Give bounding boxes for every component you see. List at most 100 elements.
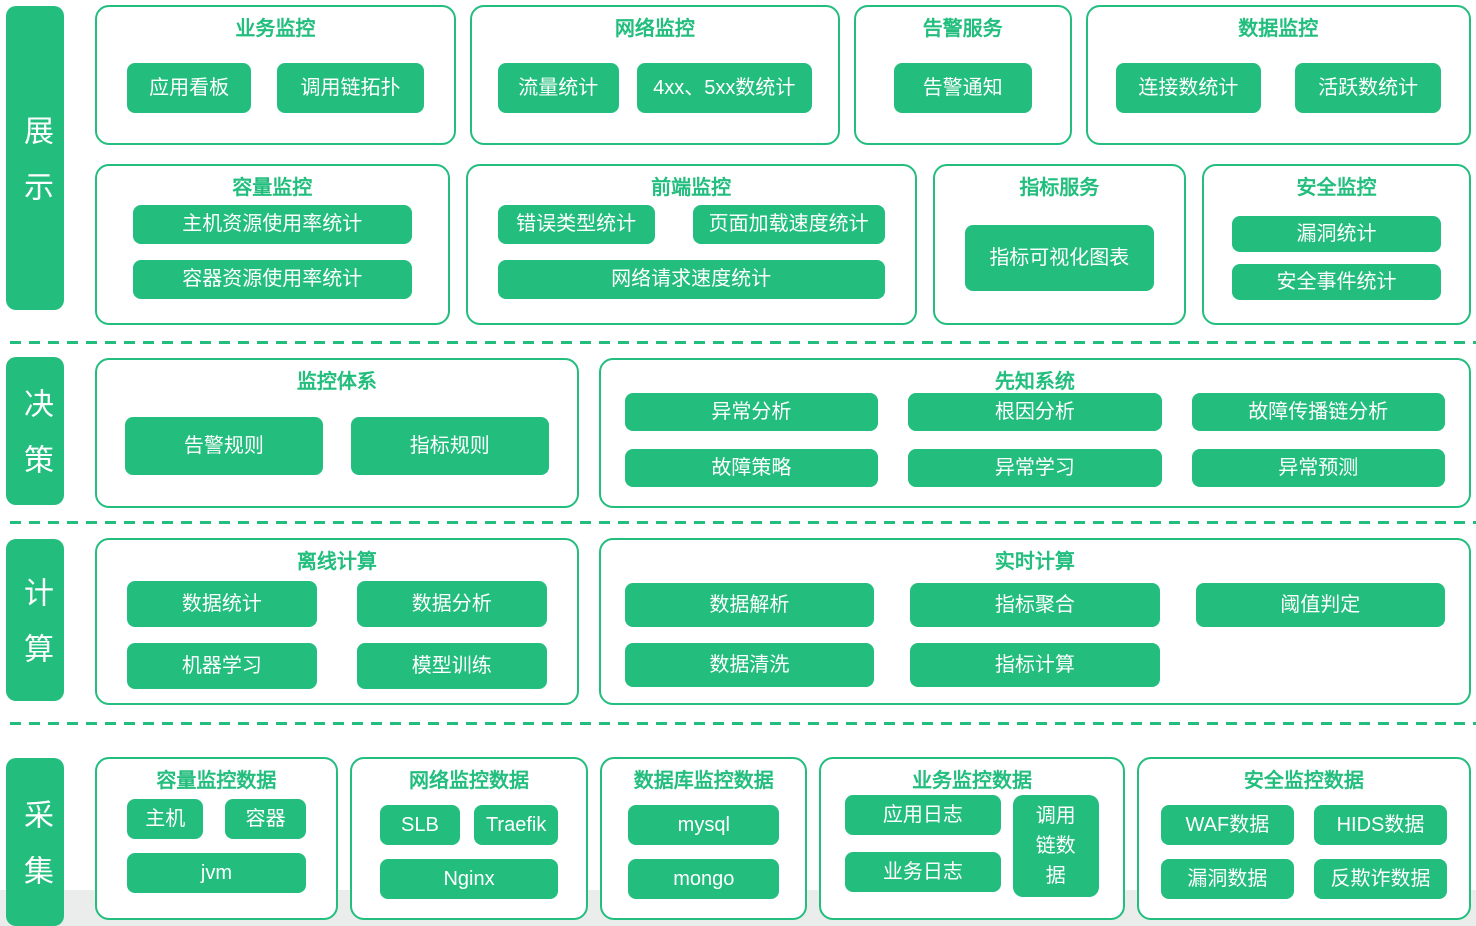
card-capacity-monitoring-body: 主机资源使用率统计容器资源使用率统计 — [109, 190, 436, 313]
model-training-button[interactable]: 模型训练 — [356, 642, 547, 689]
card-capacity-monitoring-data-title: 容量监控数据 — [156, 770, 277, 792]
root-cause-analysis-button[interactable]: 根因分析 — [908, 393, 1162, 431]
card-offline-compute-title: 离线计算 — [296, 551, 377, 573]
card-capacity-monitoring-title: 容量监控 — [232, 177, 313, 199]
data-cleaning-button[interactable]: 数据清洗 — [624, 642, 875, 687]
band-label-display-text: 展示 — [19, 115, 52, 227]
card-offline-compute-body: 数据统计数据分析机器学习模型训练 — [109, 576, 565, 693]
card-frontend-monitoring-title: 前端监控 — [651, 177, 732, 199]
threshold-judgement-button[interactable]: 阈值判定 — [1195, 582, 1445, 627]
trace-topology-button[interactable]: 调用链拓扑 — [277, 63, 424, 113]
network-request-speed-stats-button[interactable]: 网络请求速度统计 — [497, 259, 885, 299]
hids-data-button[interactable]: HIDS数据 — [1313, 804, 1448, 845]
anomaly-prediction-button[interactable]: 异常预测 — [1191, 449, 1445, 487]
card-security-monitoring-data: 安全监控数据 WAF数据 HIDS数据漏洞数据反欺诈数据 — [1136, 757, 1471, 920]
card-monitoring-system-title: 监控体系 — [296, 371, 377, 393]
card-security-monitoring-title: 安全监控 — [1296, 177, 1377, 199]
card-network-monitoring-button-row: 流量统计 4xx、5xx数统计 — [484, 63, 826, 113]
card-business-monitoring-title: 业务监控 — [235, 18, 316, 40]
card-frontend-monitoring-button-row: 错误类型统计页面加载速度统计 — [480, 204, 903, 244]
nginx-button[interactable]: Nginx — [379, 858, 559, 899]
card-security-monitoring-data-button-row: WAF数据 HIDS数据 — [1151, 804, 1457, 845]
card-metric-service: 指标服务指标可视化图表 — [932, 164, 1186, 325]
card-capacity-monitoring-data-body: 主机容器 jvm — [109, 783, 324, 908]
waf-data-button[interactable]: WAF数据 — [1160, 804, 1294, 845]
data-parsing-button[interactable]: 数据解析 — [624, 582, 875, 627]
card-frontend-monitoring: 前端监控错误类型统计页面加载速度统计网络请求速度统计 — [465, 164, 917, 325]
metric-aggregation-button[interactable]: 指标聚合 — [910, 582, 1160, 627]
metric-calculation-button[interactable]: 指标计算 — [910, 642, 1160, 687]
band-label-decision-text: 决策 — [19, 388, 52, 500]
card-network-monitoring-data-button-row: SLB Traefik — [364, 804, 574, 845]
anomaly-learning-button[interactable]: 异常学习 — [908, 449, 1162, 487]
card-frontend-monitoring-body: 错误类型统计页面加载速度统计网络请求速度统计 — [480, 190, 903, 313]
card-business-monitoring-data: 业务监控数据应用日志调用链数据业务日志 — [819, 757, 1125, 920]
error-type-stats-button[interactable]: 错误类型统计 — [497, 204, 655, 244]
alert-notification-button[interactable]: 告警通知 — [893, 63, 1032, 113]
card-monitoring-system-body: 告警规则指标规则 — [109, 396, 565, 496]
trace-chain-data-button[interactable]: 调用链数据 — [1012, 794, 1099, 897]
metric-visualization-charts-button[interactable]: 指标可视化图表 — [964, 224, 1154, 291]
card-security-monitoring-data-title: 安全监控数据 — [1243, 770, 1364, 792]
app-logs-button[interactable]: 应用日志 — [845, 794, 1001, 835]
band-label-collect: 采集 — [6, 758, 64, 926]
host-button[interactable]: 主机 — [127, 798, 204, 839]
dashed-divider-3 — [10, 722, 1476, 725]
dashed-divider-1 — [10, 341, 1476, 344]
machine-learning-button[interactable]: 机器学习 — [127, 642, 317, 689]
data-stats-button[interactable]: 数据统计 — [127, 580, 317, 627]
card-monitoring-system: 监控体系告警规则指标规则 — [95, 358, 579, 508]
security-event-stats-button[interactable]: 安全事件统计 — [1232, 263, 1441, 300]
card-capacity-monitoring-data-button-row: 主机容器 — [109, 798, 324, 839]
band-label-collect-text: 采集 — [19, 799, 52, 911]
app-dashboard-button[interactable]: 应用看板 — [127, 63, 252, 113]
fault-strategy-button[interactable]: 故障策略 — [624, 449, 879, 487]
anti-fraud-data-button[interactable]: 反欺诈数据 — [1313, 858, 1448, 899]
slb-button[interactable]: SLB — [379, 804, 461, 845]
card-frontend-monitoring-button-row: 网络请求速度统计 — [480, 259, 903, 299]
band-label-display: 展示 — [6, 6, 64, 310]
card-data-monitoring: 数据监控连接数统计活跃数统计 — [1085, 5, 1472, 145]
card-capacity-monitoring-data-button-row: jvm — [109, 852, 324, 893]
data-analysis-button[interactable]: 数据分析 — [356, 580, 547, 627]
dashed-divider-2 — [10, 521, 1476, 524]
card-offline-compute-button-row: 机器学习模型训练 — [109, 642, 565, 689]
card-security-monitoring-body: 漏洞统计安全事件统计 — [1216, 202, 1457, 313]
card-network-monitoring-data-title: 网络监控数据 — [409, 770, 530, 792]
card-capacity-monitoring-button-row: 容器资源使用率统计 — [109, 259, 436, 299]
metric-rules-button[interactable]: 指标规则 — [350, 417, 549, 475]
card-oracle-system-button-row: 异常分析根因分析故障传播链分析 — [613, 393, 1457, 431]
card-data-monitoring-body: 连接数统计活跃数统计 — [1100, 43, 1457, 133]
vulnerability-stats-button[interactable]: 漏洞统计 — [1232, 215, 1441, 252]
card-oracle-system-button-row: 故障策略异常学习异常预测 — [613, 449, 1457, 487]
card-alert-service: 告警服务告警通知 — [853, 5, 1072, 145]
card-security-monitoring-data-body: WAF数据 HIDS数据漏洞数据反欺诈数据 — [1151, 795, 1457, 908]
vulnerability-data-button[interactable]: 漏洞数据 — [1160, 858, 1294, 899]
card-realtime-compute-button-row: 数据解析指标聚合阈值判定 — [613, 582, 1457, 627]
host-resource-usage-stats-button[interactable]: 主机资源使用率统计 — [133, 204, 412, 244]
connection-count-stats-button[interactable]: 连接数统计 — [1115, 63, 1262, 113]
container-resource-usage-stats-button[interactable]: 容器资源使用率统计 — [133, 259, 412, 299]
http-4xx-5xx-stats-button[interactable]: 4xx、5xx数统计 — [636, 63, 812, 113]
container-button[interactable]: 容器 — [225, 798, 306, 839]
card-row-3: 监控体系告警规则指标规则先知系统异常分析根因分析故障传播链分析故障策略异常学习异… — [95, 358, 1471, 508]
card-row-2: 容量监控主机资源使用率统计容器资源使用率统计前端监控错误类型统计页面加载速度统计… — [95, 164, 1471, 325]
mysql-button[interactable]: mysql — [628, 804, 780, 845]
jvm-button[interactable]: jvm — [127, 852, 306, 893]
traefik-button[interactable]: Traefik — [474, 804, 559, 845]
page-load-speed-stats-button[interactable]: 页面加载速度统计 — [692, 204, 885, 244]
fault-propagation-chain-analysis-button[interactable]: 故障传播链分析 — [1191, 393, 1445, 431]
card-security-monitoring-button-row: 漏洞统计 — [1216, 215, 1457, 252]
business-logs-button[interactable]: 业务日志 — [845, 851, 1001, 892]
alert-rules-button[interactable]: 告警规则 — [125, 417, 323, 475]
traffic-stats-button[interactable]: 流量统计 — [497, 63, 619, 113]
active-count-stats-button[interactable]: 活跃数统计 — [1295, 63, 1442, 113]
mongo-button[interactable]: mongo — [628, 858, 780, 899]
card-realtime-compute: 实时计算数据解析指标聚合阈值判定数据清洗指标计算 — [598, 538, 1471, 705]
anomaly-analysis-button[interactable]: 异常分析 — [624, 393, 879, 431]
card-metric-service-body: 指标可视化图表 — [947, 202, 1172, 313]
card-alert-service-title: 告警服务 — [922, 18, 1003, 40]
